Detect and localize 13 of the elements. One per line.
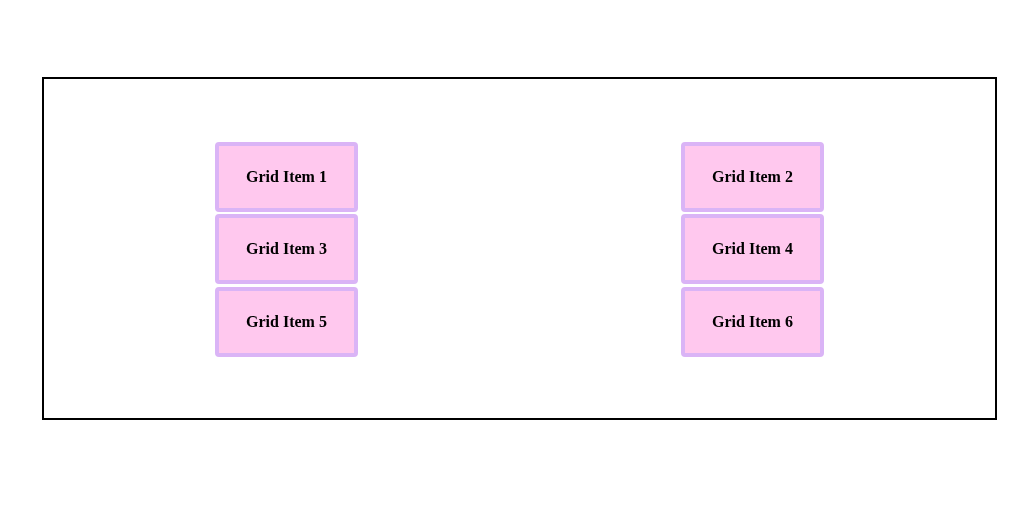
item-label: Grid Item 4 [712, 240, 793, 258]
grid-item-box [215, 287, 358, 357]
grid-item-box [215, 142, 358, 212]
grid-item-box [681, 214, 824, 284]
item-label: Grid Item 2 [712, 168, 793, 186]
item-label: Grid Item 6 [712, 313, 793, 331]
item-label: Grid Item 3 [246, 240, 327, 258]
grid-item-box [681, 287, 824, 357]
item-label: Grid Item 5 [246, 313, 327, 331]
item-label: Grid Item 1 [246, 168, 327, 186]
grid-item-box [681, 142, 824, 212]
grid-item-box [215, 214, 358, 284]
grid-container [42, 77, 997, 420]
